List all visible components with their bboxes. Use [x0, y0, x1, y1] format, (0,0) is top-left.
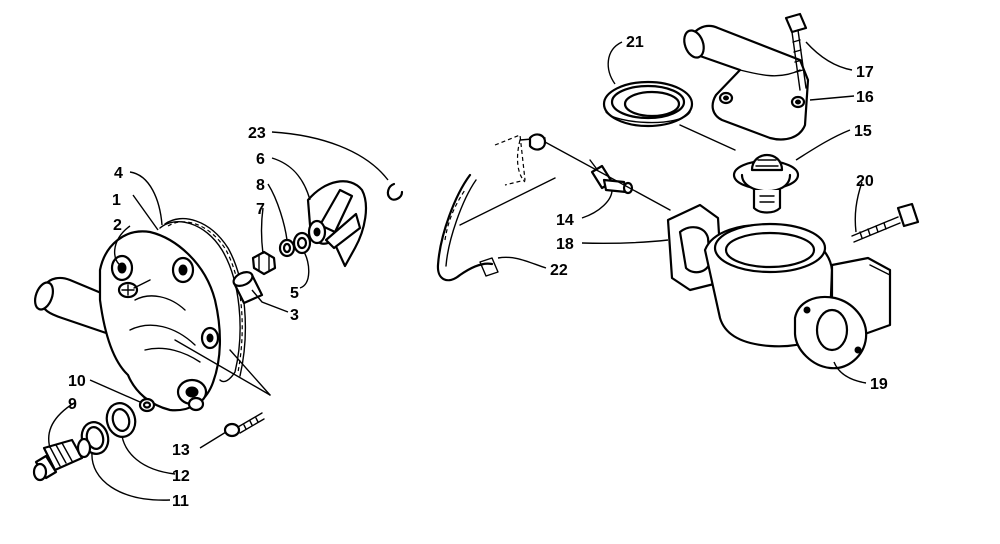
callout-23: 23 [248, 125, 266, 142]
screw-part-13 [223, 412, 265, 438]
washer-part-8 [278, 238, 296, 258]
gasket-part-4 [159, 217, 247, 383]
leader-lines [48, 41, 867, 501]
callout-20: 20 [856, 173, 874, 190]
callout-2: 2 [113, 217, 122, 234]
thermostat-part-15 [732, 154, 800, 214]
spacer-part-3 [232, 271, 264, 305]
assembly-line [229, 349, 271, 396]
washer-part-5 [292, 231, 312, 255]
callout-7: 7 [256, 201, 265, 218]
callout-labels: 1 2 3 4 5 6 7 8 9 10 11 12 13 14 15 16 1… [68, 34, 888, 510]
callout-13: 13 [172, 442, 190, 459]
assembly-line [679, 124, 736, 151]
callout-16: 16 [856, 89, 874, 106]
bolt-part-20 [851, 202, 920, 243]
callout-17: 17 [856, 64, 874, 81]
callout-10: 10 [68, 373, 86, 390]
callout-9: 9 [68, 396, 77, 413]
seal-ring-part-21 [602, 80, 694, 128]
callout-15: 15 [854, 123, 872, 140]
nut-part-7 [251, 250, 277, 276]
thermostat-cover-part-16 [683, 24, 810, 141]
washer-part-10 [138, 397, 156, 413]
assembly-line [544, 141, 671, 211]
assembly-line [459, 177, 556, 226]
seal-part-12 [105, 402, 137, 438]
callout-6: 6 [256, 151, 265, 168]
callout-21: 21 [626, 34, 644, 51]
callout-3: 3 [290, 307, 299, 324]
fitting-part-9 [32, 437, 92, 482]
callout-1: 1 [112, 192, 121, 209]
pump-housing-part-1 [33, 230, 221, 412]
callout-8: 8 [256, 177, 265, 194]
hose-clamp-part-22 [436, 173, 499, 282]
callout-22: 22 [550, 262, 568, 279]
assembly-line [869, 264, 891, 276]
assembly-line [174, 339, 271, 396]
gasket-part-19 [793, 295, 868, 370]
screw-part-2 [117, 279, 151, 299]
bolt-part-17 [784, 12, 808, 91]
callout-18: 18 [556, 236, 574, 253]
temp-sensor-part-14 [589, 159, 634, 195]
callout-11: 11 [172, 493, 189, 510]
callout-12: 12 [172, 468, 190, 485]
callout-19: 19 [870, 376, 888, 393]
callout-14: 14 [556, 212, 574, 229]
callout-4: 4 [114, 165, 123, 182]
sensor-hose-outline [494, 133, 547, 186]
impeller-part-6 [306, 180, 368, 268]
clip-part-23 [386, 182, 404, 201]
callout-5: 5 [290, 285, 299, 302]
